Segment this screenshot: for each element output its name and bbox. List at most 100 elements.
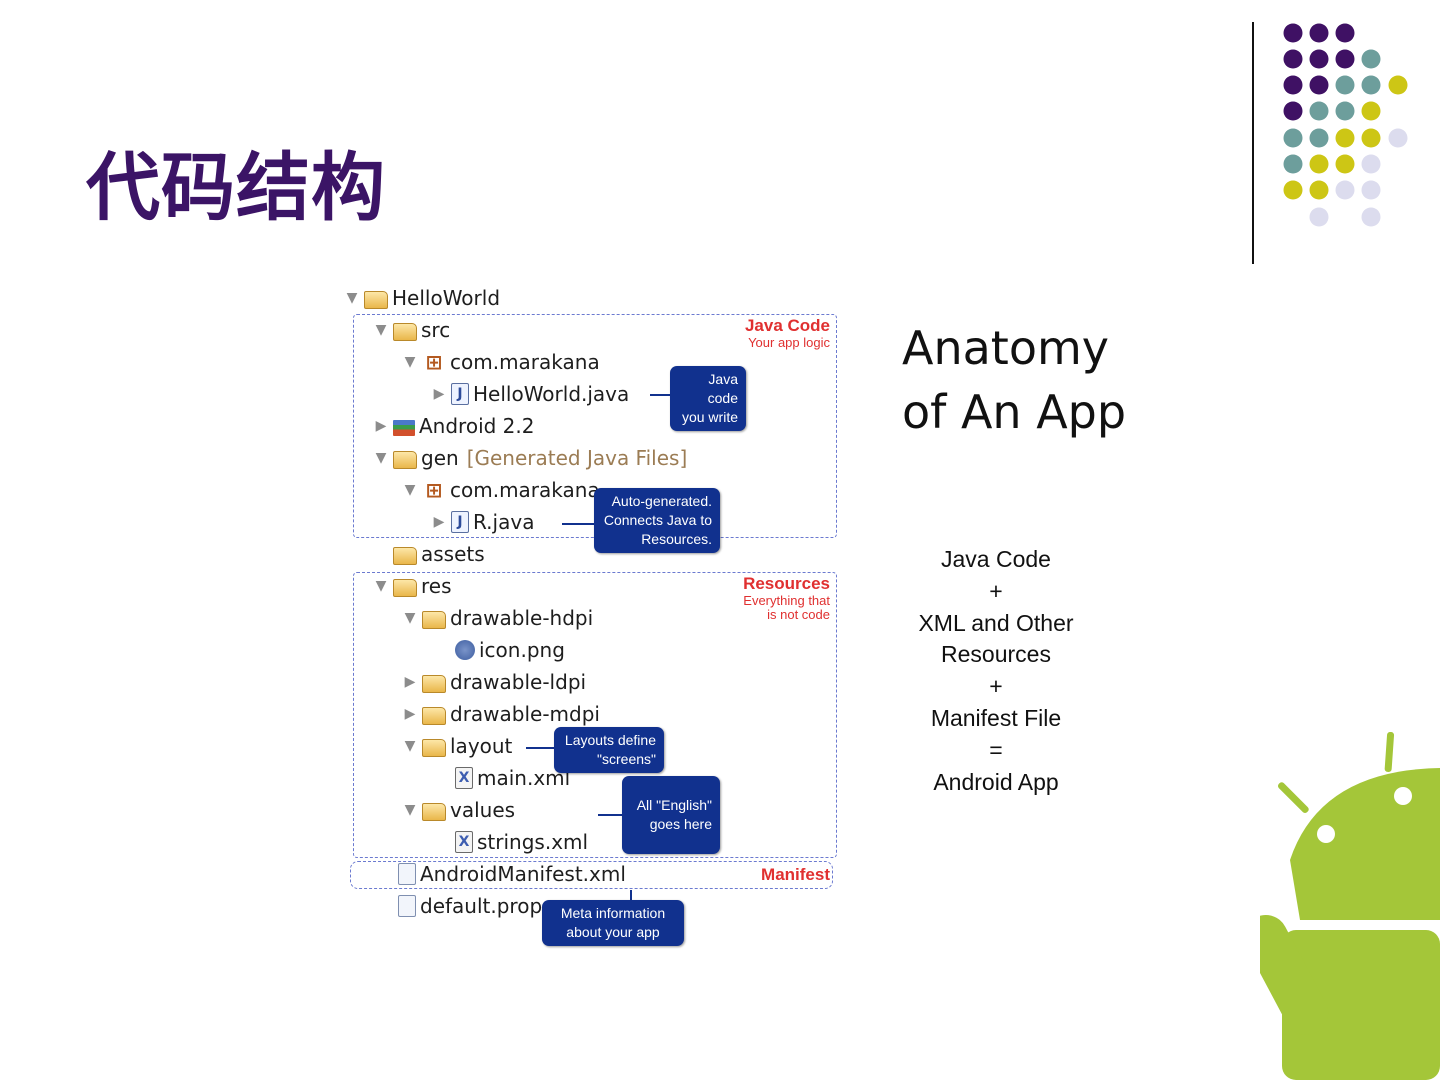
collapse-arrow-icon[interactable]: ▶ xyxy=(433,386,445,402)
folder-icon xyxy=(422,739,446,757)
expand-arrow-icon[interactable]: ▼ xyxy=(404,738,416,754)
callout-english: All "English" goes here xyxy=(622,776,720,854)
expand-arrow-icon[interactable]: ▼ xyxy=(375,450,387,466)
tree-item-strings-xml[interactable]: X strings.xml xyxy=(455,828,588,856)
tree-item-icon-png[interactable]: icon.png xyxy=(455,636,565,664)
formula-line: + xyxy=(989,673,1003,700)
expand-arrow-icon[interactable]: ▼ xyxy=(404,610,416,626)
tree-item-label: drawable-ldpi xyxy=(450,670,587,694)
decorative-dot xyxy=(1361,101,1381,121)
collapse-arrow-icon[interactable]: ▶ xyxy=(404,674,416,690)
callout-pointer xyxy=(562,523,596,525)
resources-section-box xyxy=(353,572,837,858)
formula-line: + xyxy=(989,577,1003,604)
tree-item-label: layout xyxy=(450,734,513,758)
tree-item-layout[interactable]: ▼ layout xyxy=(402,732,513,760)
folder-icon xyxy=(393,547,417,565)
expand-arrow-icon[interactable]: ▼ xyxy=(404,802,416,818)
tree-item-label: HelloWorld xyxy=(392,286,501,310)
expand-arrow-icon[interactable]: ▼ xyxy=(375,322,387,338)
expand-arrow-icon[interactable]: ▼ xyxy=(375,578,387,594)
java-file-icon: J xyxy=(451,383,469,405)
callout-auto-generated: Auto-generated. Connects Java to Resourc… xyxy=(594,488,720,553)
decorative-dot xyxy=(1309,128,1329,148)
decorative-dot xyxy=(1309,75,1329,95)
java-code-title: Java Code xyxy=(744,316,830,335)
tree-item-package[interactable]: ▼ ⊞ com.marakana xyxy=(402,476,600,504)
xml-file-icon: X xyxy=(455,831,473,853)
formula-line: = xyxy=(989,736,1003,763)
callout-line: Java code xyxy=(707,371,738,406)
tree-item-label: src xyxy=(421,318,451,342)
tree-item-label: com.marakana xyxy=(450,350,600,374)
tree-item-android-lib[interactable]: ▶ Android 2.2 xyxy=(373,412,535,440)
decorative-dot xyxy=(1335,49,1355,69)
expand-arrow-icon[interactable]: ▼ xyxy=(404,482,416,498)
callout-pointer xyxy=(650,394,672,396)
package-icon: ⊞ xyxy=(425,478,443,502)
decorative-dot xyxy=(1283,23,1303,43)
tree-item-drawable-ldpi[interactable]: ▶ drawable-ldpi xyxy=(402,668,586,696)
app-formula: Java Code + XML and Other Resources + Ma… xyxy=(880,544,1112,798)
decorative-dot xyxy=(1361,128,1381,148)
expand-arrow-icon[interactable]: ▼ xyxy=(404,354,416,370)
tree-item-drawable-mdpi[interactable]: ▶ drawable-mdpi xyxy=(402,700,600,728)
formula-line: Resources xyxy=(941,641,1051,668)
callout-pointer xyxy=(526,747,556,749)
tree-item-default-prop[interactable]: default.prop xyxy=(398,892,542,920)
decorative-dot xyxy=(1309,23,1329,43)
callout-line: Auto-generated. xyxy=(611,493,712,509)
tree-item-label: gen xyxy=(421,446,459,470)
callout-java-code: Java code you write xyxy=(670,366,746,431)
tree-item-label: default.prop xyxy=(420,894,543,918)
decorative-dot xyxy=(1361,49,1381,69)
decorative-dot xyxy=(1335,75,1355,95)
decorative-dot xyxy=(1309,101,1329,121)
tree-item-main-xml[interactable]: X main.xml xyxy=(455,764,570,792)
decorative-dot xyxy=(1283,180,1303,200)
folder-icon xyxy=(393,579,417,597)
decorative-dot xyxy=(1335,180,1355,200)
tree-item-helloworld[interactable]: ▼ HelloWorld xyxy=(344,284,500,312)
tree-item-helloworld-java[interactable]: ▶ J HelloWorld.java xyxy=(431,380,630,408)
callout-line: you write xyxy=(681,409,738,425)
image-file-icon xyxy=(455,640,475,660)
folder-icon xyxy=(422,675,446,693)
decorative-dot xyxy=(1361,154,1381,174)
tree-item-gen[interactable]: ▼ gen [Generated Java Files] xyxy=(373,444,688,472)
callout-line: "screens" xyxy=(597,751,656,767)
anatomy-line-1: Anatomy xyxy=(902,321,1110,375)
manifest-section-box xyxy=(350,861,833,889)
decorative-dot xyxy=(1361,180,1381,200)
folder-icon xyxy=(422,707,446,725)
tree-item-res[interactable]: ▼ res xyxy=(373,572,452,600)
callout-line: Resources. xyxy=(641,531,712,547)
tree-item-label: strings.xml xyxy=(477,830,589,854)
tree-item-r-java[interactable]: ▶ J R.java xyxy=(431,508,535,536)
resources-subtitle-1: Everything that xyxy=(743,592,830,608)
tree-item-label: com.marakana xyxy=(450,478,600,502)
decorative-dot xyxy=(1283,101,1303,121)
tree-item-assets[interactable]: assets xyxy=(393,540,485,568)
tree-item-values[interactable]: ▼ values xyxy=(402,796,515,824)
collapse-arrow-icon[interactable]: ▶ xyxy=(433,514,445,530)
expand-arrow-icon[interactable]: ▼ xyxy=(346,290,358,306)
formula-line: Java Code xyxy=(941,546,1051,572)
xml-file-icon: X xyxy=(455,767,473,789)
resources-subtitle-2: is not code xyxy=(767,607,830,623)
resources-title: Resources xyxy=(743,574,830,593)
decorative-dot xyxy=(1283,49,1303,69)
tree-item-android-manifest[interactable]: AndroidManifest.xml xyxy=(398,860,626,888)
tree-item-package[interactable]: ▼ ⊞ com.marakana xyxy=(402,348,600,376)
tree-item-src[interactable]: ▼ src xyxy=(373,316,451,344)
callout-line: Meta information xyxy=(560,905,666,921)
decorative-dot xyxy=(1309,207,1329,227)
tree-item-drawable-hdpi[interactable]: ▼ drawable-hdpi xyxy=(402,604,594,632)
collapse-arrow-icon[interactable]: ▶ xyxy=(375,418,387,434)
manifest-section-label: Manifest xyxy=(761,865,830,885)
tree-item-label: assets xyxy=(421,542,485,566)
resources-section-label: Resources Everything that is not code xyxy=(743,574,830,623)
collapse-arrow-icon[interactable]: ▶ xyxy=(404,706,416,722)
folder-icon xyxy=(422,611,446,629)
slide-title: 代码结构 xyxy=(86,145,386,231)
